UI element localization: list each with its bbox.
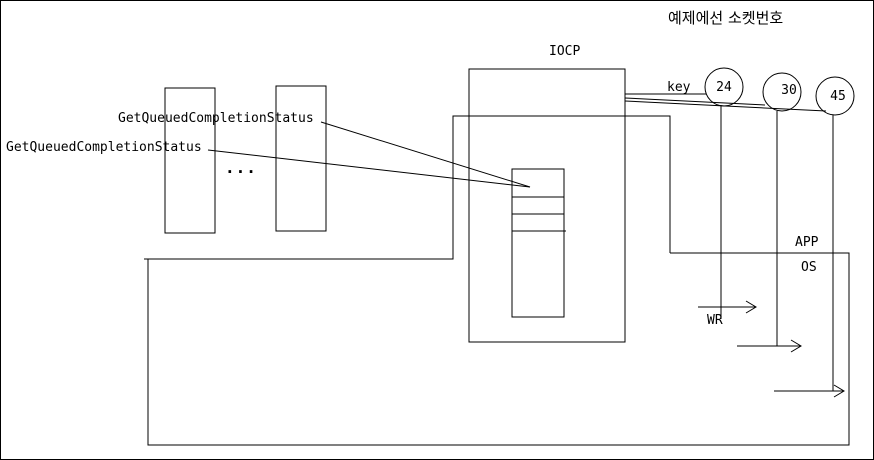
socket-circle-45 [815,76,855,116]
key-label: key [667,80,691,95]
socket-label-45: 45 [830,89,846,104]
socket-circle-24 [704,67,744,107]
gqcs-line-2 [207,149,531,188]
completion-queue [511,168,565,318]
socket-label-30: 30 [781,83,797,98]
iocp-box [468,68,626,343]
socket-label-24: 24 [716,80,732,95]
thread-box-1 [164,87,216,234]
key-line-2 [624,97,766,106]
gqcs-label-1: GetQueuedCompletionStatus [118,111,314,126]
thread-box-2 [275,85,327,232]
arrow-30-head [790,339,802,353]
gqcs-label-2: GetQueuedCompletionStatus [6,140,202,155]
iocp-label: IOCP [549,44,580,59]
gqcs-line-1 [320,121,531,188]
socket-circle-30 [762,72,802,112]
arrow-24-head [745,300,757,314]
arrow-45-head [833,384,845,398]
os-label: OS [801,260,817,275]
wr-label: WR [707,313,723,328]
app-label: APP [795,235,819,250]
socket-number-note: 예제에선 소켓번호 [668,9,783,27]
ellipsis-label: ... [225,158,257,177]
